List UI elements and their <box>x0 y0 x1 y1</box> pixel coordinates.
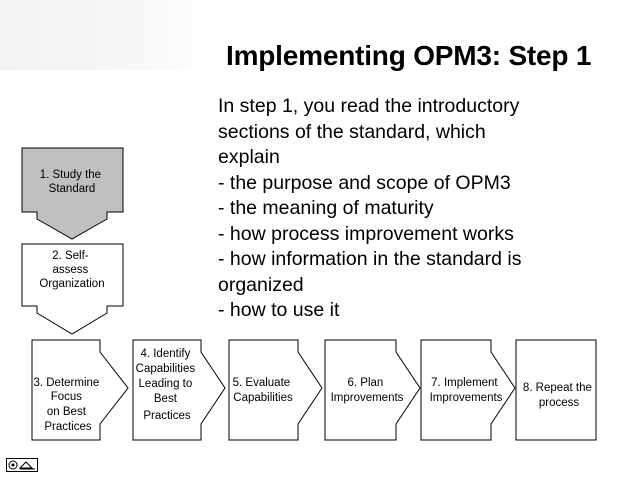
navigation-icon[interactable] <box>6 458 38 472</box>
step-1-line: Standard <box>49 183 96 195</box>
intro-line: - how information in the standard is <box>218 248 522 270</box>
step-4-line: Best <box>154 393 178 405</box>
step-6-shape <box>324 339 421 441</box>
step-2-line: 2. Self- <box>52 250 89 262</box>
step-2-label: 2. Self- assess Organization <box>39 250 104 290</box>
intro-line: - how to use it <box>218 299 340 321</box>
intro-text: In step 1, you read the introductory sec… <box>218 94 568 324</box>
step-3-label: 3. Determine Focus on Best Practices <box>33 377 102 433</box>
intro-line: - the meaning of maturity <box>218 197 434 219</box>
step-1-shape <box>21 147 124 240</box>
step-4-label: 4. Identify Capabilities Leading to Best… <box>136 348 199 422</box>
step-2-line: Organization <box>39 278 104 290</box>
intro-line: sections of the standard, which <box>218 120 486 143</box>
intro-line: explain <box>218 146 280 168</box>
slide-title: Implementing OPM3: Step 1 <box>226 40 592 71</box>
step-6-line: Improvements <box>331 392 404 404</box>
step-5-shape <box>228 339 323 441</box>
step-4-line: Capabilities <box>136 363 196 375</box>
step-2-shape <box>21 243 124 335</box>
step-8-line: 8. Repeat the <box>523 382 592 394</box>
step-6-label: 6. Plan Improvements <box>331 377 404 404</box>
step-4-line: 4. Identify <box>140 348 190 360</box>
step-7-shape <box>420 339 516 441</box>
step-3-line: Focus <box>51 391 83 403</box>
step-2-line: assess <box>53 264 89 276</box>
step-7-label: 7. Implement Improvements <box>430 377 503 404</box>
step-4-line: Leading to <box>139 378 193 390</box>
step-8-line: process <box>539 397 580 409</box>
step-3-line: Practices <box>44 421 92 433</box>
step-3-line: on Best <box>47 406 87 418</box>
step-5-label: 5. Evaluate Capabilities <box>233 377 294 404</box>
step-4-line: Practices <box>143 410 191 422</box>
intro-line: - the purpose and scope of OPM3 <box>218 171 511 194</box>
step-8-label: 8. Repeat the process <box>523 382 595 409</box>
step-7-line: 7. Implement <box>431 377 498 389</box>
step-7-line: Improvements <box>430 392 503 404</box>
step-6-line: 6. Plan <box>347 377 383 389</box>
intro-line: - how process improvement works <box>218 222 514 245</box>
step-5-line: Capabilities <box>233 392 293 404</box>
step-8-shape <box>515 339 597 441</box>
step-3-line: 3. Determine <box>33 377 99 389</box>
step-3-shape <box>31 339 129 441</box>
step-4-shape <box>132 339 226 441</box>
intro-line: organized <box>218 273 304 296</box>
background-shade <box>0 0 220 70</box>
step-5-line: 5. Evaluate <box>233 377 291 389</box>
intro-line: In step 1, you read the introductory <box>218 95 520 117</box>
step-1-line: 1. Study the <box>40 169 101 181</box>
step-1-label: 1. Study the Standard <box>40 169 105 195</box>
